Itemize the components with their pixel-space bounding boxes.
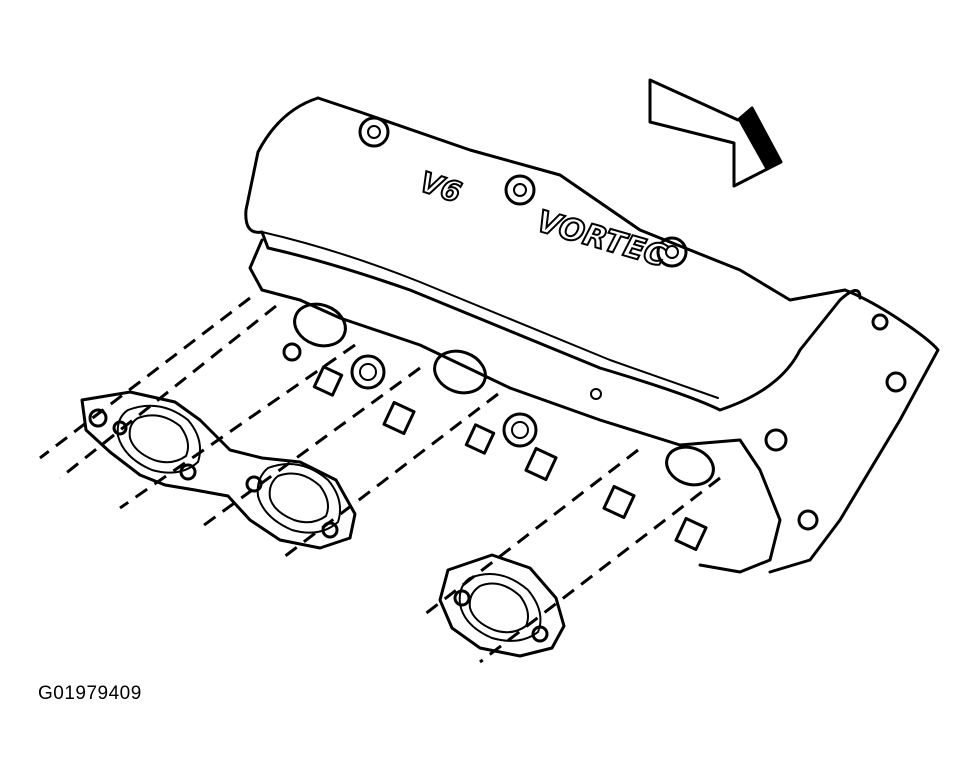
emboss-vortec: VORTEC (533, 204, 670, 274)
manifold-stud-set (282, 342, 708, 552)
emboss-v6: V6 (416, 165, 465, 209)
figure-id: G01979409 (38, 683, 142, 704)
head-port-3 (665, 445, 715, 487)
manifold-gasket-right (438, 553, 566, 658)
front-direction-arrow (648, 78, 783, 188)
head-port-1 (293, 302, 347, 348)
cover-bolt-3 (656, 236, 688, 268)
manifold-gasket-left (80, 390, 357, 550)
cover-bolt-2 (504, 174, 536, 206)
spark-plug-1 (312, 354, 386, 397)
head-port-2 (433, 349, 487, 395)
cover-bolt-1 (358, 116, 390, 148)
cylinder-head: V6 VORTEC (244, 96, 940, 574)
spark-plug-2 (464, 412, 538, 455)
alignment-lines (39, 296, 721, 664)
